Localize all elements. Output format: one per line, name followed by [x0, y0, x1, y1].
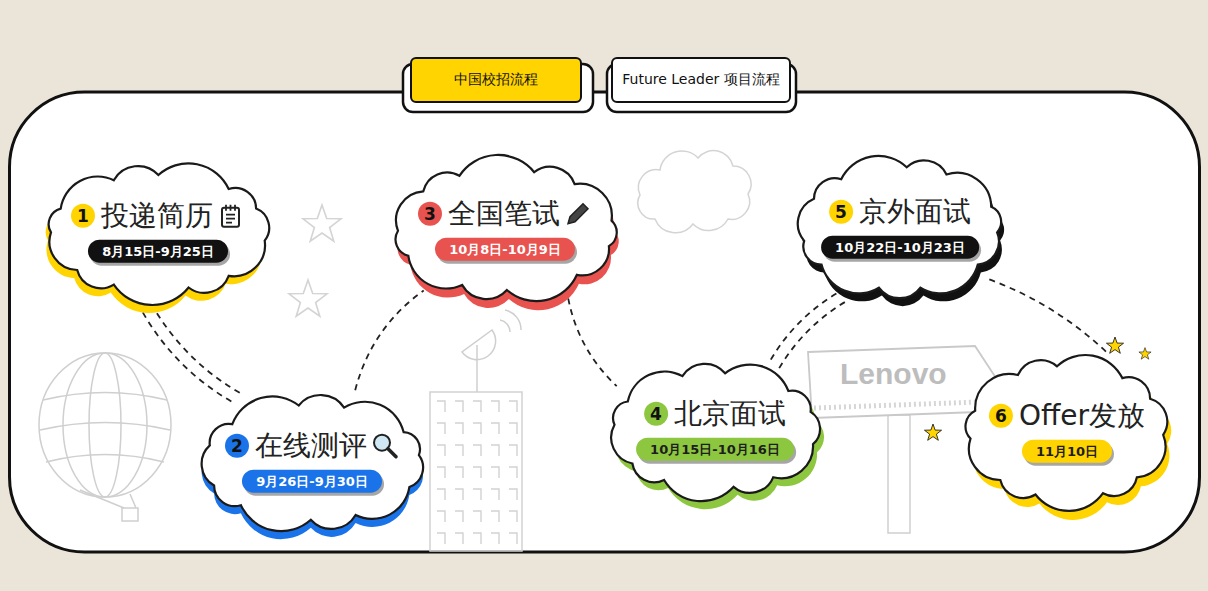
cloud-outline [37, 161, 280, 304]
step-heading: 3全国笔试 [418, 197, 592, 231]
step-cloud: 4北京面试 10月15日-10月16日 [600, 359, 830, 502]
callout-number: 5 [829, 200, 853, 224]
cloud-content: 2在线测评 9月26日-9月30日 [225, 429, 399, 493]
step-heading: 2在线测评 [225, 429, 399, 463]
note-lines [226, 205, 235, 223]
date-text: 8月15日-9月25日 [102, 244, 214, 259]
cloud-content: 3全国笔试 10月8日-10月9日 [418, 197, 592, 261]
connector-line [143, 312, 236, 403]
dashed-connector [771, 293, 846, 368]
cloud-content: 5京外面试 10月22日-10月23日 [821, 195, 979, 259]
date-pill: 10月22日-10月23日 [821, 236, 979, 259]
dashed-connector [989, 279, 1106, 352]
step-heading: 1投递简历 [71, 199, 245, 233]
cloud-shape [611, 363, 820, 500]
date-pill: 11月10日 [1022, 440, 1112, 463]
tab-label: 中国校招流程 [454, 71, 538, 89]
callout-number: 1 [71, 204, 95, 228]
cloud-outline [788, 153, 1011, 303]
cloud-outline [600, 359, 830, 502]
date-pill: 9月26日-9月30日 [242, 470, 382, 493]
step-cloud: 5京外面试 10月22日-10月23日 [788, 153, 1011, 303]
pencil-icon [564, 200, 592, 228]
connector-line [779, 302, 846, 369]
step-heading: 4北京面试 [644, 397, 786, 431]
date-text: 10月22日-10月23日 [835, 240, 965, 255]
step-title: 全国笔试 [448, 197, 560, 231]
tab-button: Future Leader 项目流程 [611, 57, 791, 103]
date-text: 11月10日 [1036, 444, 1098, 459]
step-title: 京外面试 [859, 195, 971, 229]
main-panel [10, 92, 1200, 552]
balloon-sketch [39, 353, 171, 521]
cloud-sketch [638, 151, 751, 233]
cloud-shape [966, 355, 1168, 511]
tab-button: 中国校招流程 [410, 57, 582, 103]
cloud-outline [191, 391, 434, 534]
date-pill: 8月15日-9月25日 [88, 240, 228, 263]
cloud-content: 4北京面试 10月15日-10月16日 [636, 397, 794, 461]
date-text: 10月15日-10月16日 [650, 442, 780, 457]
sign-text: Lenovo [840, 357, 947, 391]
cloud-content: 1投递简历 8月15日-9月25日 [71, 199, 245, 263]
building-sketch [430, 310, 522, 551]
connector-line [771, 293, 838, 360]
cloud-shape [798, 156, 1001, 298]
step-cloud: 6Offer发放 11月10日 [956, 352, 1177, 512]
star-sketch [289, 205, 341, 316]
cloud-outline [956, 352, 1177, 512]
step-heading: 5京外面试 [829, 195, 971, 229]
step-title: 北京面试 [674, 397, 786, 431]
cloud-shape [48, 163, 268, 305]
date-pill: 10月15日-10月16日 [636, 438, 794, 461]
step-title: 投递简历 [101, 199, 213, 233]
note-icon [217, 202, 245, 230]
lens-icon [371, 432, 399, 460]
dashed-connector [355, 291, 424, 391]
step-heading: 6Offer发放 [989, 399, 1145, 433]
cloud-content: 6Offer发放 11月10日 [989, 399, 1145, 463]
step-cloud: 2在线测评 9月26日-9月30日 [191, 391, 434, 534]
step-cloud: 3全国笔试 10月8日-10月9日 [384, 156, 627, 304]
cloud-outline [384, 156, 627, 304]
step-cloud: 1投递简历 8月15日-9月25日 [37, 161, 280, 304]
step-title: 在线测评 [255, 429, 367, 463]
date-pill: 10月8日-10月9日 [435, 238, 575, 261]
dashed-connector [143, 304, 244, 404]
callout-number: 3 [418, 202, 442, 226]
lenovo-sign [808, 346, 996, 533]
lens-handle [388, 449, 396, 457]
cloud-shape [395, 155, 616, 301]
date-text: 10月8日-10月9日 [449, 242, 561, 257]
tab-label: Future Leader 项目流程 [622, 71, 780, 89]
callout-number: 6 [989, 404, 1013, 428]
callout-number: 4 [644, 402, 668, 426]
pencil-body [568, 204, 588, 224]
connector-line [151, 304, 244, 395]
step-title: Offer发放 [1019, 399, 1145, 433]
callout-number: 2 [225, 434, 249, 458]
dashed-connector [568, 298, 617, 386]
date-text: 9月26日-9月30日 [256, 474, 368, 489]
cloud-shape [201, 395, 422, 531]
